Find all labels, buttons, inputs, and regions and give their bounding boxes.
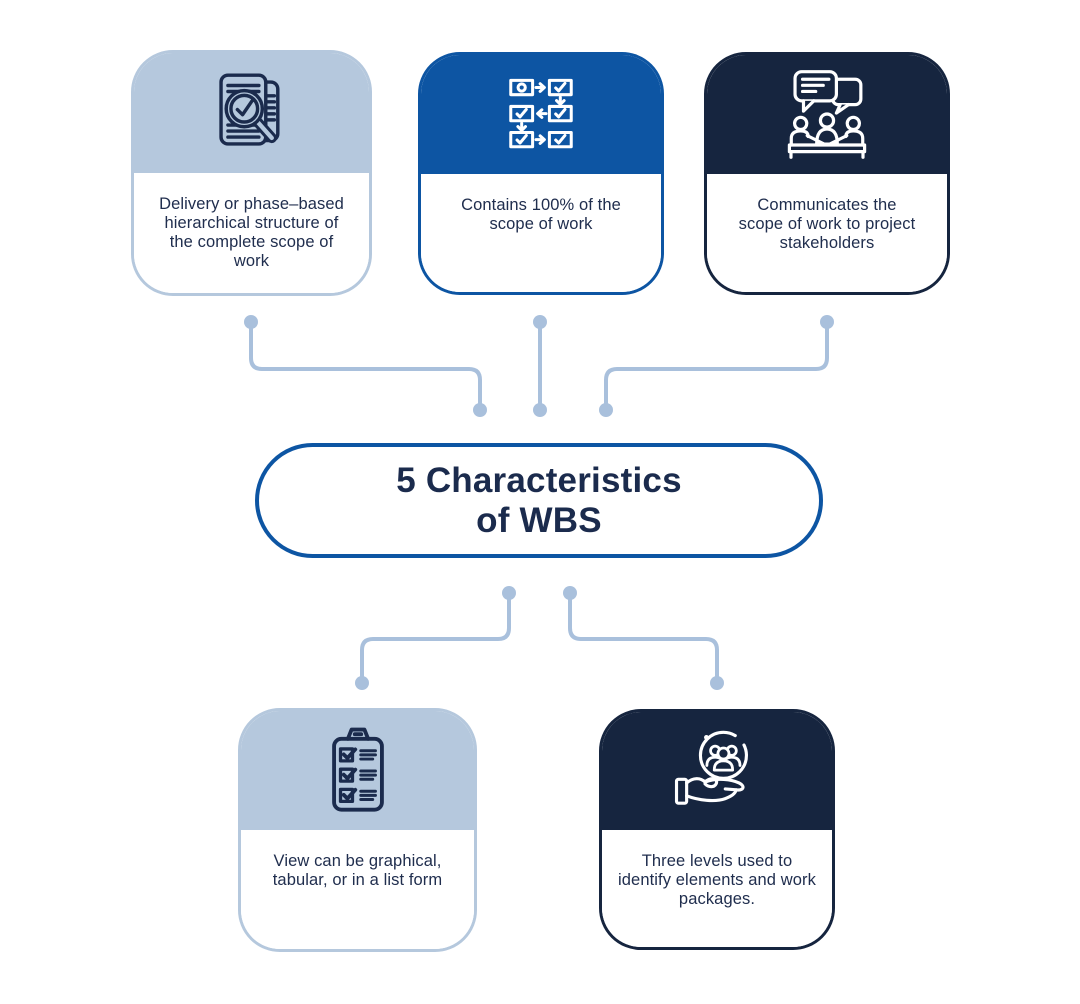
card-text: Contains 100% of the scope of work (461, 195, 621, 233)
document-search-icon (218, 73, 280, 146)
connector-dot (502, 586, 516, 600)
card-body: Three levels used to identify elements a… (602, 829, 832, 947)
hand-holding-people-icon (674, 730, 749, 805)
card-text: Three levels used to identify elements a… (618, 851, 816, 908)
center-title-pill: 5 Characteristics of WBS (255, 443, 823, 558)
card-body: View can be graphical, tabular, or in a … (241, 830, 474, 949)
card-view-forms: View can be graphical, tabular, or in a … (238, 708, 477, 952)
connector-dot (533, 403, 547, 417)
stakeholder-meeting-icon (787, 70, 867, 160)
card-communicates-scope: Communicates the scope of work to projec… (704, 52, 950, 295)
connector-dot (355, 676, 369, 690)
connector-dot (473, 403, 487, 417)
connector-dot (244, 315, 258, 329)
connector-top-left (249, 322, 482, 410)
card-body: Communicates the scope of work to projec… (707, 173, 947, 292)
card-header (134, 53, 369, 173)
card-text: View can be graphical, tabular, or in a … (272, 852, 443, 890)
checklist-clipboard-icon (331, 727, 384, 812)
flowchart-icon (509, 79, 573, 149)
card-text: Delivery or phase–based hierarchical str… (159, 195, 344, 271)
card-body: Contains 100% of the scope of work (421, 173, 661, 292)
connector-bottom-left (360, 593, 511, 683)
connector-top-right (604, 322, 829, 410)
connector-dot (563, 586, 577, 600)
card-header (241, 711, 474, 830)
card-body: Delivery or phase–based hierarchical str… (134, 173, 369, 293)
connector-dot (533, 315, 547, 329)
card-contains-100-percent: Contains 100% of the scope of work (418, 52, 664, 295)
card-header (602, 712, 832, 830)
connector-dot (820, 315, 834, 329)
card-text: Communicates the scope of work to projec… (738, 195, 916, 252)
connector-bottom-right (568, 593, 719, 683)
infographic-title: 5 Characteristics of WBS (396, 460, 682, 540)
card-header (707, 55, 947, 174)
card-header (421, 55, 661, 174)
card-three-levels: Three levels used to identify elements a… (599, 709, 835, 950)
card-delivery-structure: Delivery or phase–based hierarchical str… (131, 50, 372, 296)
connector-dot (599, 403, 613, 417)
connector-dot (710, 676, 724, 690)
